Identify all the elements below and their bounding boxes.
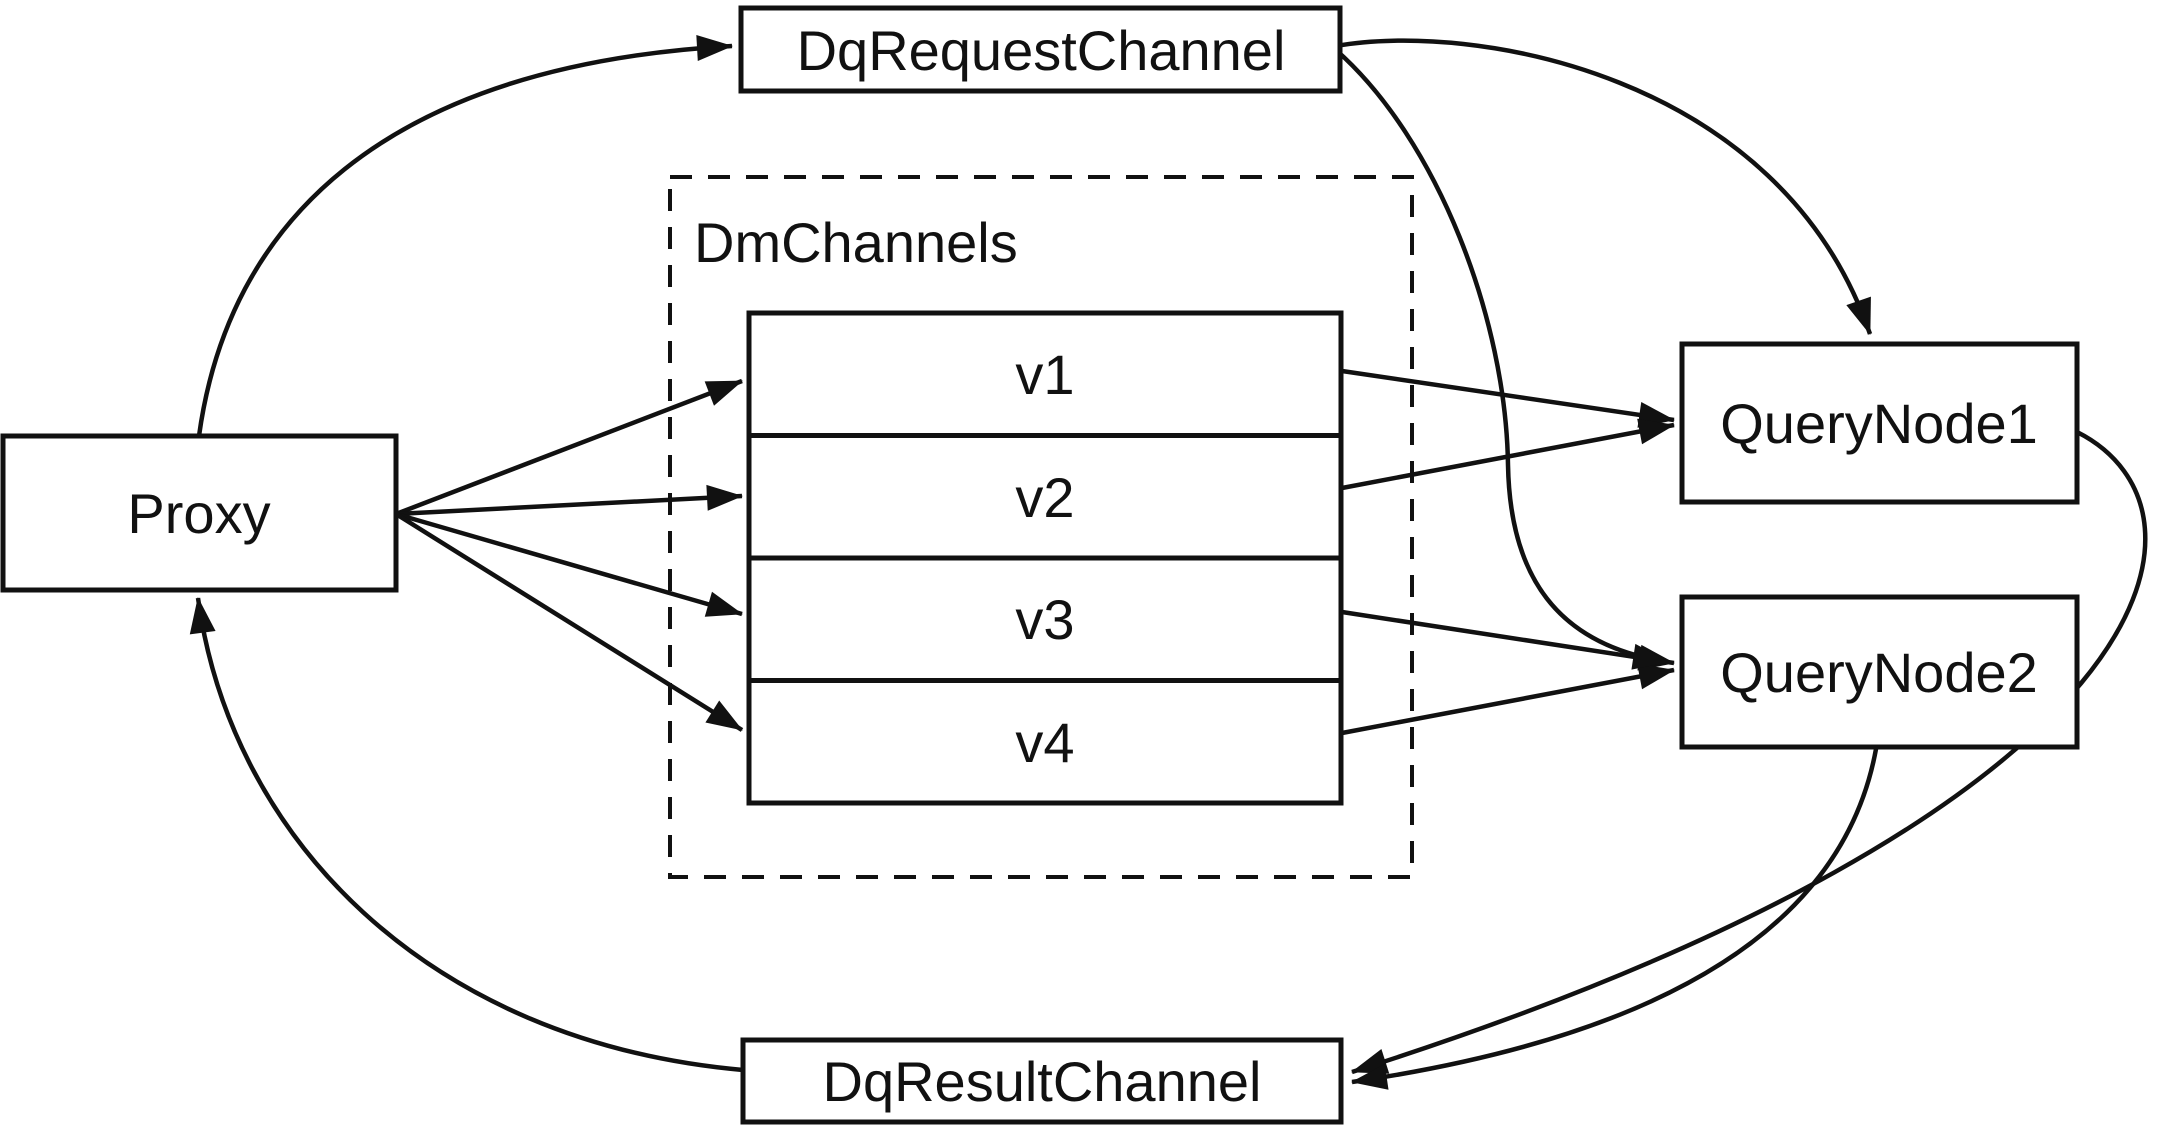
edge-v3-to-query-node-2 — [1341, 609, 1675, 671]
node-channel-v4: v4 — [746, 678, 1344, 806]
channel-v3-label: v3 — [1015, 588, 1074, 651]
query-node-2-box — [1679, 594, 2080, 750]
node-query-node-2: QueryNode2 — [1679, 594, 2080, 750]
channel-v4-box — [746, 678, 1344, 806]
edge-proxy-to-v1 — [395, 378, 743, 517]
edge-dq-request-channel-to-query-node-1 — [1335, 38, 1873, 335]
edge-proxy-to-v3 — [395, 511, 743, 617]
node-channel-v3: v3 — [746, 555, 1344, 683]
dq-request-channel-label: DqRequestChannel — [797, 19, 1286, 82]
edge-proxy-to-v4 — [394, 512, 744, 732]
edge-v1-to-query-node-1 — [1341, 368, 1675, 428]
group-dm-channels: DmChannels v1 v2 v3 v4 — [668, 175, 1414, 879]
channel-v2-box — [746, 433, 1344, 561]
edge-dq-result-channel-to-proxy — [189, 597, 744, 1073]
channel-v2-label: v2 — [1015, 466, 1074, 529]
node-channel-v1: v1 — [746, 310, 1344, 438]
node-query-node-1: QueryNode1 — [1679, 341, 2080, 505]
node-proxy: Proxy — [0, 433, 399, 593]
edge-v4-to-query-node-2 — [1341, 663, 1675, 736]
channel-v3-box — [746, 555, 1344, 683]
channel-v1-label: v1 — [1015, 343, 1074, 406]
edge-proxy-to-v2 — [395, 484, 743, 517]
edges — [189, 35, 2148, 1090]
dq-request-channel-box — [738, 5, 1343, 94]
edge-query-node-2-to-dq-result-channel — [1351, 748, 1879, 1090]
node-dq-result-channel: DqResultChannel — [740, 1037, 1344, 1125]
proxy-label: Proxy — [127, 482, 270, 545]
query-node-2-label: QueryNode2 — [1720, 641, 2038, 704]
query-node-1-label: QueryNode1 — [1720, 392, 2038, 455]
node-dq-request-channel: DqRequestChannel — [738, 5, 1343, 94]
dm-channels-label: DmChannels — [694, 211, 1018, 274]
edge-query-node-1-to-dq-result-channel — [1351, 429, 2148, 1075]
query-node-1-box — [1679, 341, 2080, 505]
dq-result-channel-box — [740, 1037, 1344, 1125]
channel-v4-label: v4 — [1015, 711, 1074, 774]
node-channel-v2: v2 — [746, 433, 1344, 561]
proxy-box — [0, 433, 399, 593]
edge-dq-request-channel-to-query-node-2 — [1334, 48, 1669, 670]
edge-proxy-to-dq-request-channel — [196, 35, 733, 437]
dq-result-channel-label: DqResultChannel — [823, 1050, 1262, 1113]
